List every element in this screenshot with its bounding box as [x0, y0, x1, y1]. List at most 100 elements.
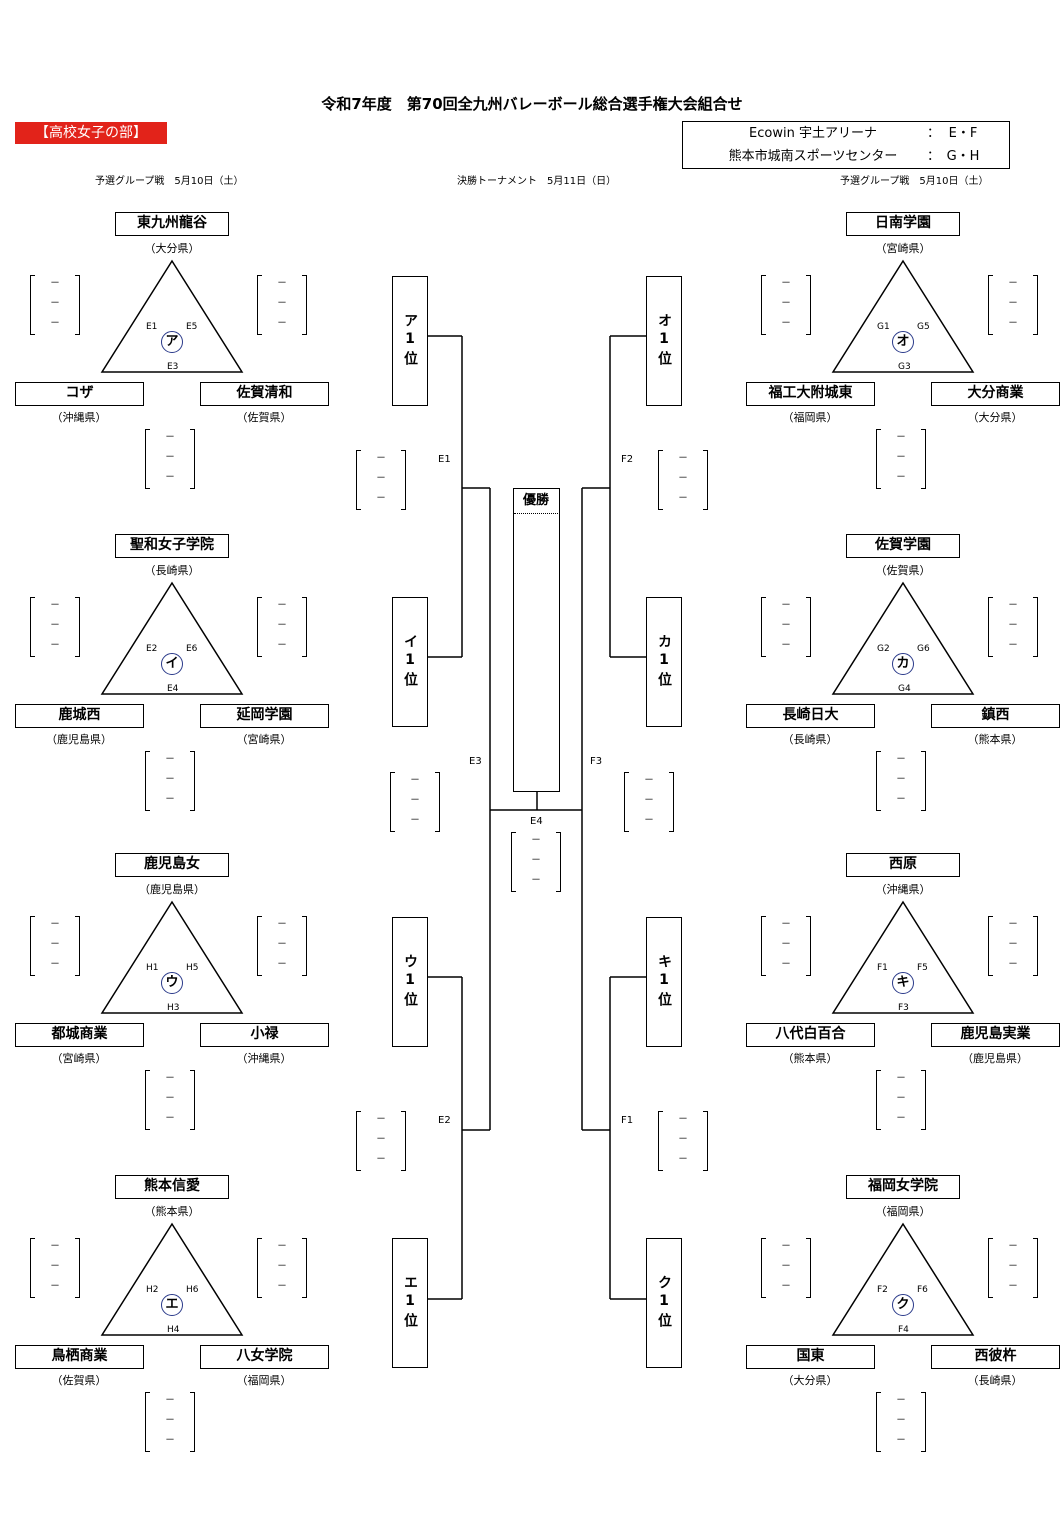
score-box: －－－	[876, 751, 926, 811]
team-left-3: 鳥栖商業	[15, 1345, 144, 1369]
group-symbol: エ	[161, 1294, 183, 1316]
score-dash: －	[376, 493, 386, 504]
match-code: G5	[917, 322, 930, 332]
score-dash: －	[277, 1281, 287, 1292]
winner-slot-label: キ1位	[656, 954, 672, 1010]
score-bracket-right	[75, 1238, 80, 1298]
score-box: －－－	[876, 429, 926, 489]
match-code: E1	[146, 322, 158, 332]
match-code: E4	[167, 684, 179, 694]
score-dash: －	[50, 939, 60, 950]
winner-slot-label: イ1位	[402, 634, 418, 690]
venue-name: 熊本市城南スポーツセンター	[728, 149, 898, 164]
group-triangle	[100, 259, 244, 373]
pref-top-6: （沖縄県）	[875, 883, 931, 896]
score-dash: －	[896, 452, 906, 463]
score-dash: －	[896, 472, 906, 483]
team-top-1: 聖和女子学院	[115, 534, 229, 558]
score-bracket-left	[257, 597, 262, 657]
score-dash: －	[781, 919, 791, 930]
score-box: －－－	[761, 597, 811, 657]
pref-right-3: （福岡県）	[236, 1374, 292, 1387]
score-dash: －	[896, 1073, 906, 1084]
match-code: G3	[898, 362, 911, 372]
score-bracket-right	[190, 751, 195, 811]
score-dash: －	[1008, 1241, 1018, 1252]
score-dash: －	[781, 298, 791, 309]
team-left-0: コザ	[15, 382, 144, 406]
score-box: －－－	[658, 1111, 708, 1171]
score-bracket-right	[921, 429, 926, 489]
score-dash: －	[165, 1073, 175, 1084]
score-box: －－－	[257, 597, 307, 657]
score-dash: －	[277, 318, 287, 329]
match-code: H6	[186, 1285, 199, 1295]
team-top-7: 福岡女学院	[846, 1175, 960, 1199]
match-code: E3	[167, 362, 179, 372]
score-bracket-right	[1033, 597, 1038, 657]
score-box: －－－	[876, 1392, 926, 1452]
pref-right-2: （沖縄県）	[236, 1052, 292, 1065]
score-bracket-right	[190, 429, 195, 489]
category-badge: 【高校女子の部】	[15, 122, 167, 144]
venue-row: 熊本市城南スポーツセンター ： G・H	[683, 146, 1009, 168]
pref-top-2: （鹿児島県）	[139, 883, 205, 896]
score-dash: －	[531, 855, 541, 866]
score-box: －－－	[145, 1070, 195, 1130]
score-box: －－－	[390, 772, 440, 832]
score-bracket-left	[30, 275, 35, 335]
score-box: －－－	[145, 429, 195, 489]
score-bracket-left	[761, 1238, 766, 1298]
score-dash: －	[410, 795, 420, 806]
score-bracket-left	[257, 916, 262, 976]
score-dash: －	[410, 815, 420, 826]
score-dash: －	[165, 754, 175, 765]
score-dash: －	[781, 318, 791, 329]
score-dash: －	[376, 453, 386, 464]
score-bracket-right	[556, 832, 561, 892]
score-dash: －	[376, 1114, 386, 1125]
score-dash: －	[165, 1093, 175, 1104]
score-dash: －	[376, 1154, 386, 1165]
group-triangle	[831, 581, 975, 695]
group-triangle	[831, 900, 975, 1014]
score-bracket-right	[190, 1070, 195, 1130]
score-bracket-right	[1033, 1238, 1038, 1298]
match-code: G1	[877, 322, 890, 332]
group-triangle	[100, 1222, 244, 1336]
score-dash: －	[277, 640, 287, 651]
score-bracket-left	[876, 1070, 881, 1130]
venue-row: Ecowin 宇土アリーナ ： E・F	[683, 123, 1009, 145]
score-dash: －	[896, 1435, 906, 1446]
group-symbol: キ	[892, 972, 914, 994]
match-code: F1	[877, 963, 888, 973]
pref-left-1: （鹿児島県）	[46, 733, 112, 746]
score-dash: －	[644, 775, 654, 786]
score-box: －－－	[761, 1238, 811, 1298]
group-symbol: ク	[892, 1294, 914, 1316]
team-left-6: 八代白百合	[746, 1023, 875, 1047]
match-code: F4	[898, 1325, 909, 1335]
score-dash: －	[781, 1281, 791, 1292]
knockout-match: F1	[621, 1115, 634, 1126]
match-code: H1	[146, 963, 159, 973]
score-dash: －	[531, 875, 541, 886]
score-dash: －	[781, 640, 791, 651]
winner-slot: カ1位	[646, 597, 682, 727]
score-dash: －	[50, 919, 60, 930]
score-dash: －	[896, 1113, 906, 1124]
winner-slot: イ1位	[392, 597, 428, 727]
match-code: H2	[146, 1285, 159, 1295]
score-dash: －	[781, 620, 791, 631]
pref-left-4: （福岡県）	[782, 411, 838, 424]
score-dash: －	[277, 959, 287, 970]
score-dash: －	[50, 278, 60, 289]
score-dash: －	[165, 432, 175, 443]
venue-colon: ：	[927, 126, 941, 141]
match-code: F2	[877, 1285, 888, 1295]
champion-box: 優勝	[513, 488, 560, 792]
score-dash: －	[50, 640, 60, 651]
team-left-7: 国東	[746, 1345, 875, 1369]
score-box: －－－	[988, 916, 1038, 976]
group-symbol: オ	[892, 331, 914, 353]
